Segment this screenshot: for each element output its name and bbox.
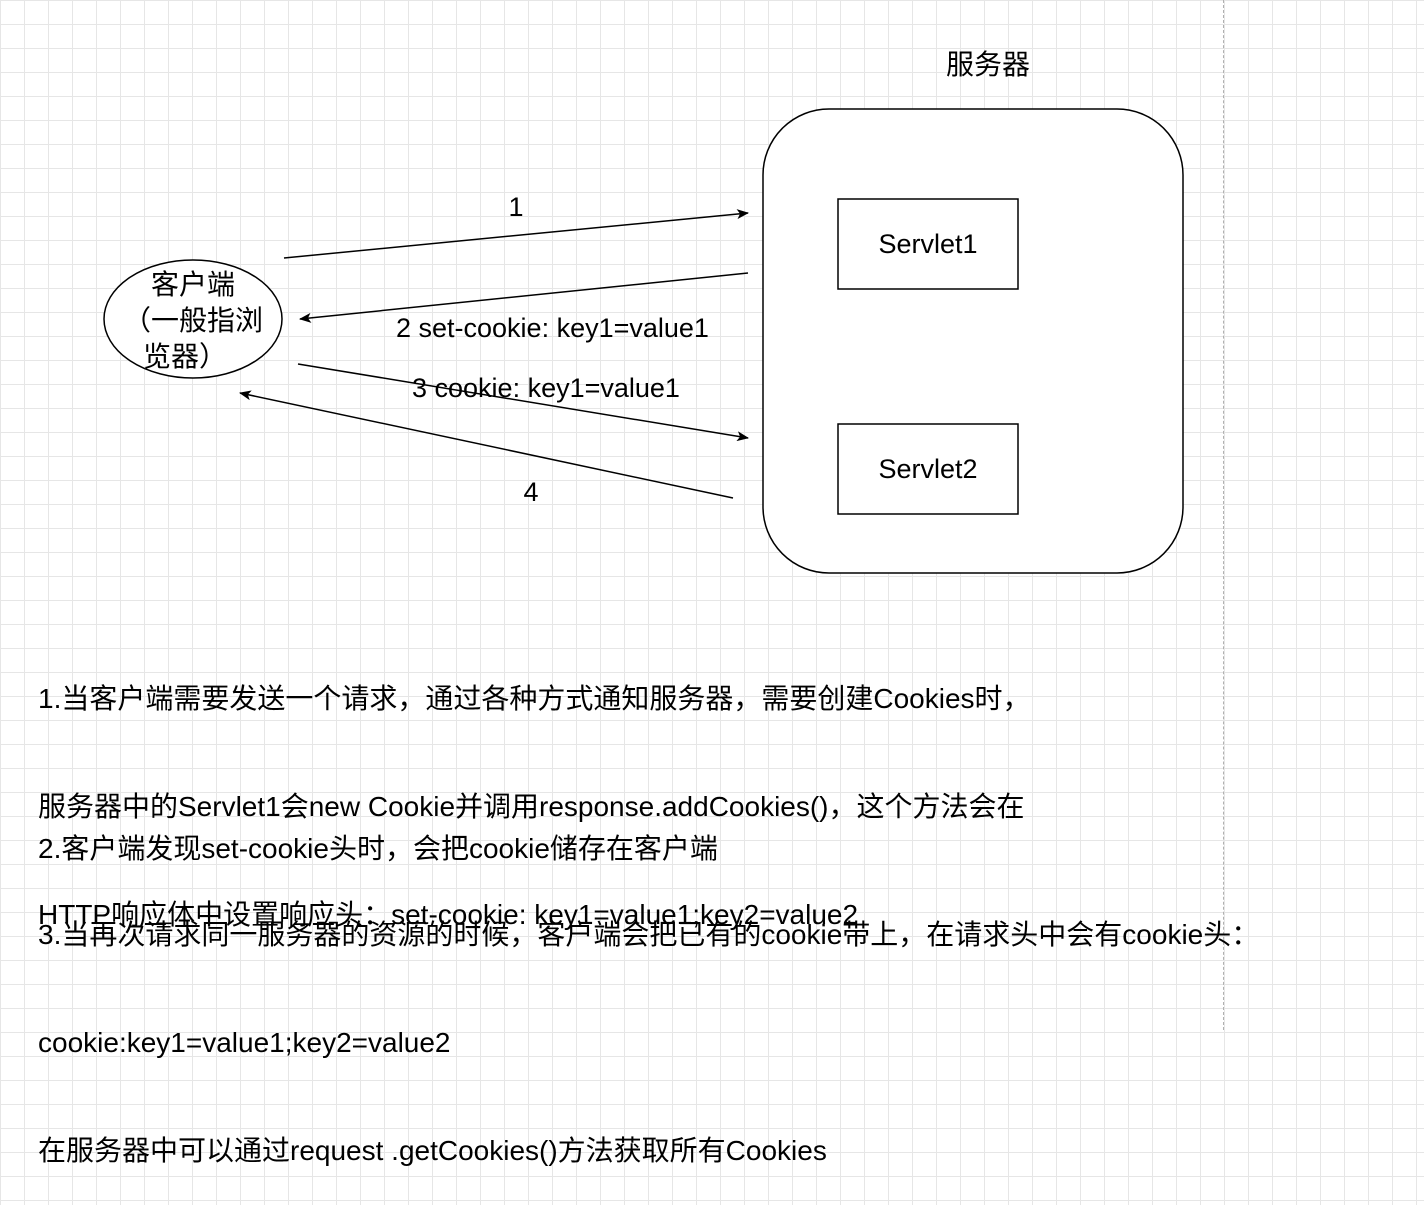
note-step-3-line-2: cookie:key1=value1;key2=value2 bbox=[38, 1027, 451, 1058]
arrow-1-label: 1 bbox=[508, 192, 523, 222]
note-step-2: 2.客户端发现set-cookie头时，会把cookie储存在客户端 bbox=[38, 759, 718, 903]
client-ellipse[interactable] bbox=[103, 259, 283, 379]
note-step-1: 1.当客户端需要发送一个请求，通过各种方式通知服务器，需要创建Cookies时，… bbox=[38, 609, 1031, 969]
arrow-4-response[interactable] bbox=[239, 390, 734, 499]
note-step-3-line-3: 在服务器中可以通过request .getCookies()方法获取所有Cook… bbox=[38, 1135, 827, 1166]
note-step-3-line-1: 3.当再次请求同一服务器的资源的时候，客户端会把已有的cookie带上，在请求头… bbox=[38, 919, 1260, 950]
arrow-3-label: 3 cookie: key1=value1 bbox=[412, 373, 680, 403]
servlet1-label: Servlet1 bbox=[878, 229, 977, 259]
note-step-2-line-1: 2.客户端发现set-cookie头时，会把cookie储存在客户端 bbox=[38, 833, 718, 864]
client-label-line-3: 览器） bbox=[143, 340, 227, 373]
servlet2-label: Servlet2 bbox=[878, 454, 977, 484]
server-label: 服务器 bbox=[946, 48, 1030, 81]
arrow-2-label: 2 set-cookie: key1=value1 bbox=[396, 313, 709, 343]
page-boundary-dashed-line bbox=[1223, 0, 1224, 1030]
arrow-2-set-cookie-response[interactable] bbox=[299, 272, 749, 323]
arrow-1-request[interactable] bbox=[283, 209, 749, 259]
note-step-3: 3.当再次请求同一服务器的资源的时候，客户端会把已有的cookie带上，在请求头… bbox=[38, 845, 1259, 1205]
arrow-3-cookie-request[interactable] bbox=[297, 363, 749, 442]
note-step-1-line-3: HTTP响应体中设置响应头：set-cookie: key1=value1;ke… bbox=[38, 899, 859, 930]
note-step-1-line-2: 服务器中的Servlet1会new Cookie并调用response.addC… bbox=[38, 791, 1025, 822]
client-label-line-2: （一般指浏 bbox=[123, 304, 263, 337]
servlet1-box[interactable] bbox=[837, 198, 1019, 290]
servlet2-box[interactable] bbox=[837, 423, 1019, 515]
client-label-line-1: 客户端 bbox=[151, 268, 235, 301]
note-step-1-line-1: 1.当客户端需要发送一个请求，通过各种方式通知服务器，需要创建Cookies时， bbox=[38, 683, 1031, 714]
cookie-flow-diagram: 服务器 Servlet1 Servlet2 客户端 （一般指浏 览器） 1 2 … bbox=[103, 48, 1184, 574]
arrow-4-label: 4 bbox=[523, 477, 538, 507]
